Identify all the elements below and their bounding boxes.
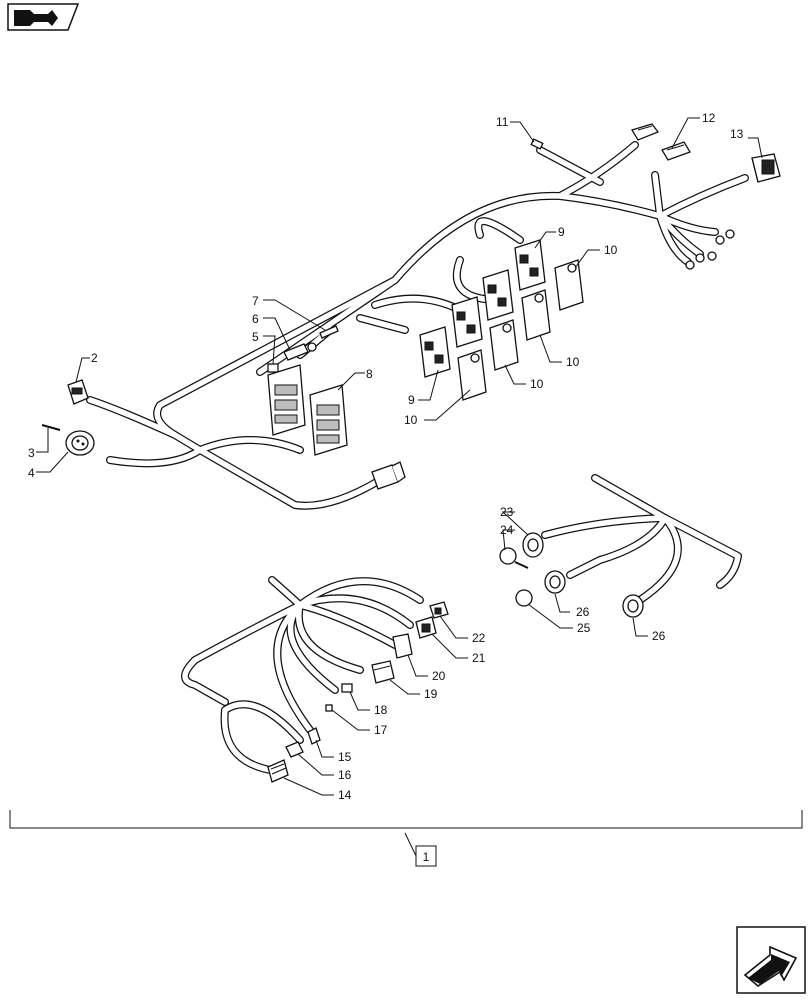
callout-9-upper: 9	[558, 225, 565, 239]
callout-10-a: 10	[604, 243, 618, 257]
callout-9-lower: 9	[408, 393, 415, 407]
callout-26-a: 26	[576, 605, 590, 619]
callout-24: 24	[500, 523, 514, 537]
fuse-block-8	[267, 364, 348, 456]
upper-harness-wires	[86, 141, 749, 510]
callout-14: 14	[338, 788, 352, 802]
callout-15: 15	[338, 750, 352, 764]
harness-end-connector	[371, 461, 406, 490]
lower-right-connectors	[499, 532, 644, 618]
connector-12	[631, 123, 691, 161]
callout-11: 11	[496, 115, 509, 129]
lower-left-connectors	[267, 601, 449, 783]
lower-right-harness-wires	[541, 474, 742, 604]
callout-10-d: 10	[404, 413, 418, 427]
callout-25: 25	[577, 621, 591, 635]
callout-12: 12	[702, 111, 716, 125]
pin-3-and-connector-4	[41, 424, 95, 456]
callout-5: 5	[252, 330, 259, 344]
next-page-arrow-icon[interactable]	[736, 926, 806, 994]
callout-10-b: 10	[566, 355, 580, 369]
leader-lines	[9, 117, 803, 861]
callouts: 1 2 3 4 5 6 7 8 9 9 10 10 10 10 11 12 13…	[28, 111, 744, 867]
callout-23: 23	[500, 505, 514, 519]
assembly-callout-box	[415, 845, 437, 867]
relay-base-9	[419, 239, 546, 378]
callout-2: 2	[91, 351, 98, 365]
fuse-components-5-6-7	[267, 325, 339, 373]
callout-3: 3	[28, 446, 35, 460]
callout-19: 19	[424, 687, 438, 701]
connector-2	[67, 379, 89, 405]
wiring-harness-icon	[7, 3, 80, 31]
callout-16: 16	[338, 768, 352, 782]
callout-4: 4	[28, 466, 35, 480]
callout-26-b: 26	[652, 629, 666, 643]
callout-22: 22	[472, 631, 486, 645]
callout-8: 8	[366, 367, 373, 381]
callout-21: 21	[472, 651, 486, 665]
callout-17: 17	[374, 723, 388, 737]
callout-18: 18	[374, 703, 388, 717]
callout-20: 20	[432, 669, 446, 683]
callout-7: 7	[252, 294, 259, 308]
connector-13	[751, 153, 781, 183]
callout-6: 6	[252, 312, 259, 326]
relay-10	[457, 259, 584, 401]
callout-1: 1	[423, 850, 430, 864]
lower-left-harness-wires	[181, 576, 424, 774]
callout-13: 13	[730, 127, 744, 141]
callout-10-c: 10	[530, 377, 544, 391]
ring-terminals	[685, 229, 735, 270]
